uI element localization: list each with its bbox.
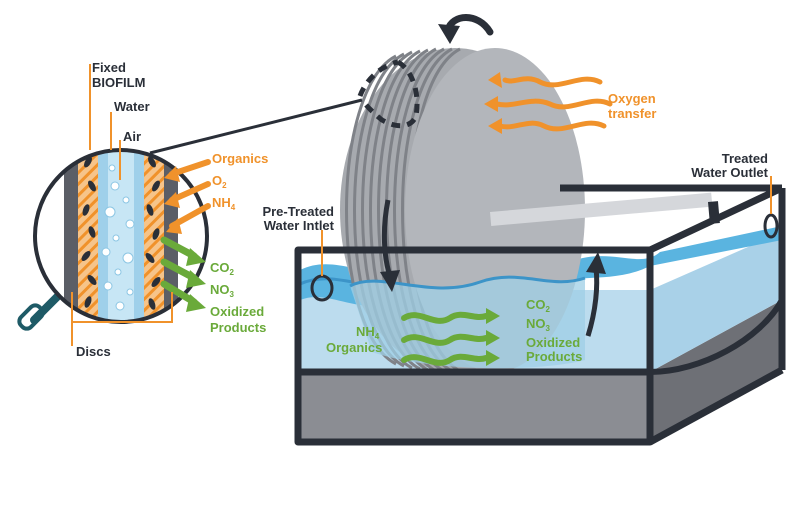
inset-output-co2: CO2 xyxy=(210,260,235,277)
up-arrow-icon xyxy=(585,252,606,337)
water-process-arrows-icon xyxy=(401,311,489,366)
pretreated-inlet-label-1: Pre-Treated xyxy=(262,204,334,219)
oxygen-transfer-label-1: Oxygen xyxy=(608,91,656,106)
inset-input-organics: Organics xyxy=(212,151,268,166)
treated-outlet-label-1: Treated xyxy=(722,151,768,166)
tank-output-co2: CO2 xyxy=(526,297,551,314)
rotation-arrow-icon xyxy=(438,14,494,44)
tank-water-side xyxy=(650,232,782,372)
inset-output-products: Products xyxy=(210,320,266,335)
tank-input-nh4: NH4 xyxy=(356,324,380,341)
tank-input-organics: Organics xyxy=(326,340,382,355)
pretreated-inlet-label-2: Water Intlet xyxy=(264,218,335,233)
air-label: Air xyxy=(123,129,141,144)
inset-output-oxidized: Oxidized xyxy=(210,304,264,319)
discs-label: Discs xyxy=(76,344,111,359)
tank-output-products: Products xyxy=(526,349,582,364)
inset-labels: Fixed BIOFILM Water Air Discs Organics O… xyxy=(76,60,268,359)
rotating-disc xyxy=(340,47,720,373)
shaft xyxy=(489,192,713,226)
zoom-connector xyxy=(149,98,363,155)
tank-output-no3: NO3 xyxy=(526,316,551,333)
down-arrow-icon xyxy=(380,199,400,292)
tank-labels: Oxygen transfer Treated Water Outlet Pre… xyxy=(262,91,768,364)
oxygen-arrows-icon xyxy=(494,76,613,132)
tank-floor xyxy=(300,372,650,440)
fixed-biofilm-label-2: BIOFILM xyxy=(92,75,145,90)
tank-output-oxidized: Oxidized xyxy=(526,335,580,350)
magnifier-handle-icon xyxy=(17,303,45,331)
fixed-biofilm-label-1: Fixed xyxy=(92,60,126,75)
magnifier-inset xyxy=(17,64,211,346)
inset-input-o2: O2 xyxy=(212,173,227,190)
oxygen-transfer-label-2: transfer xyxy=(608,106,656,121)
inset-output-no3: NO3 xyxy=(210,282,235,299)
treated-outlet-label-2: Water Outlet xyxy=(691,165,768,180)
outlet-ring-icon xyxy=(763,213,779,239)
water-label: Water xyxy=(114,99,150,114)
inset-input-nh4: NH4 xyxy=(212,195,236,212)
